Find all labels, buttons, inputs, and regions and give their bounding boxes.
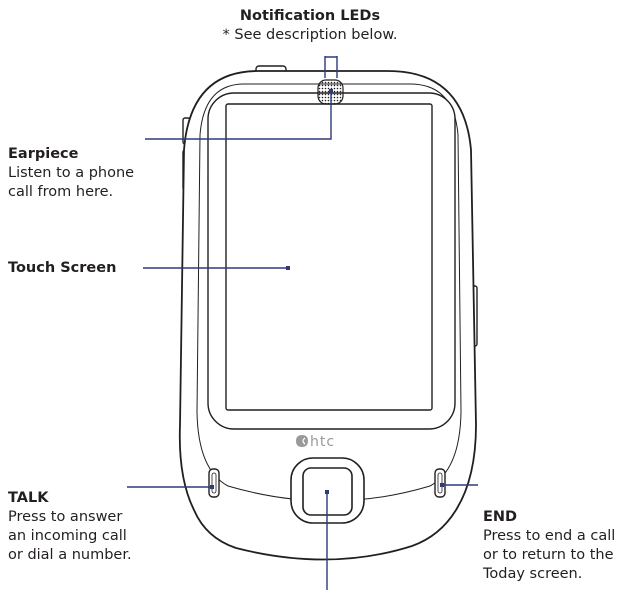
leader-earpiece (145, 92, 332, 140)
end-desc-line-1: Press to end a call (483, 528, 616, 544)
leader-endpoints (210, 89, 444, 494)
notification-leds-title: Notification LEDs (239, 8, 381, 24)
earpiece-desc-line-2: call from here. (8, 184, 114, 200)
end-title: END (483, 509, 518, 525)
talk-button-inner (211, 472, 217, 494)
notification-leds-note: * See description below. (222, 27, 398, 43)
touch-screen (225, 103, 433, 411)
talk-callout: TALK Press to answer an incoming call or… (8, 489, 132, 565)
htc-logo-text: htc (310, 434, 335, 450)
leader-notification-leds (324, 56, 338, 78)
notification-leds-callout: Notification LEDs * See description belo… (160, 7, 460, 45)
earpiece-desc-line-1: Listen to a phone (8, 165, 135, 181)
talk-desc-line-3: or dial a number. (8, 547, 132, 563)
end-desc-line-3: Today screen. (483, 566, 583, 582)
end-desc-line-2: or to return to the (483, 547, 614, 563)
htc-logo: htc (296, 434, 335, 450)
earpiece-callout: Earpiece Listen to a phone call from her… (8, 145, 134, 202)
earpiece-title: Earpiece (8, 146, 79, 162)
talk-title: TALK (8, 490, 49, 506)
talk-desc-line-1: Press to answer (8, 509, 123, 525)
talk-desc-line-2: an incoming call (8, 528, 127, 544)
touch-screen-title: Touch Screen (8, 260, 117, 276)
end-callout: END Press to end a call or to return to … (483, 508, 615, 584)
touch-screen-callout: Touch Screen (8, 259, 116, 278)
talk-button[interactable] (208, 468, 220, 498)
leader-lines (127, 56, 478, 590)
